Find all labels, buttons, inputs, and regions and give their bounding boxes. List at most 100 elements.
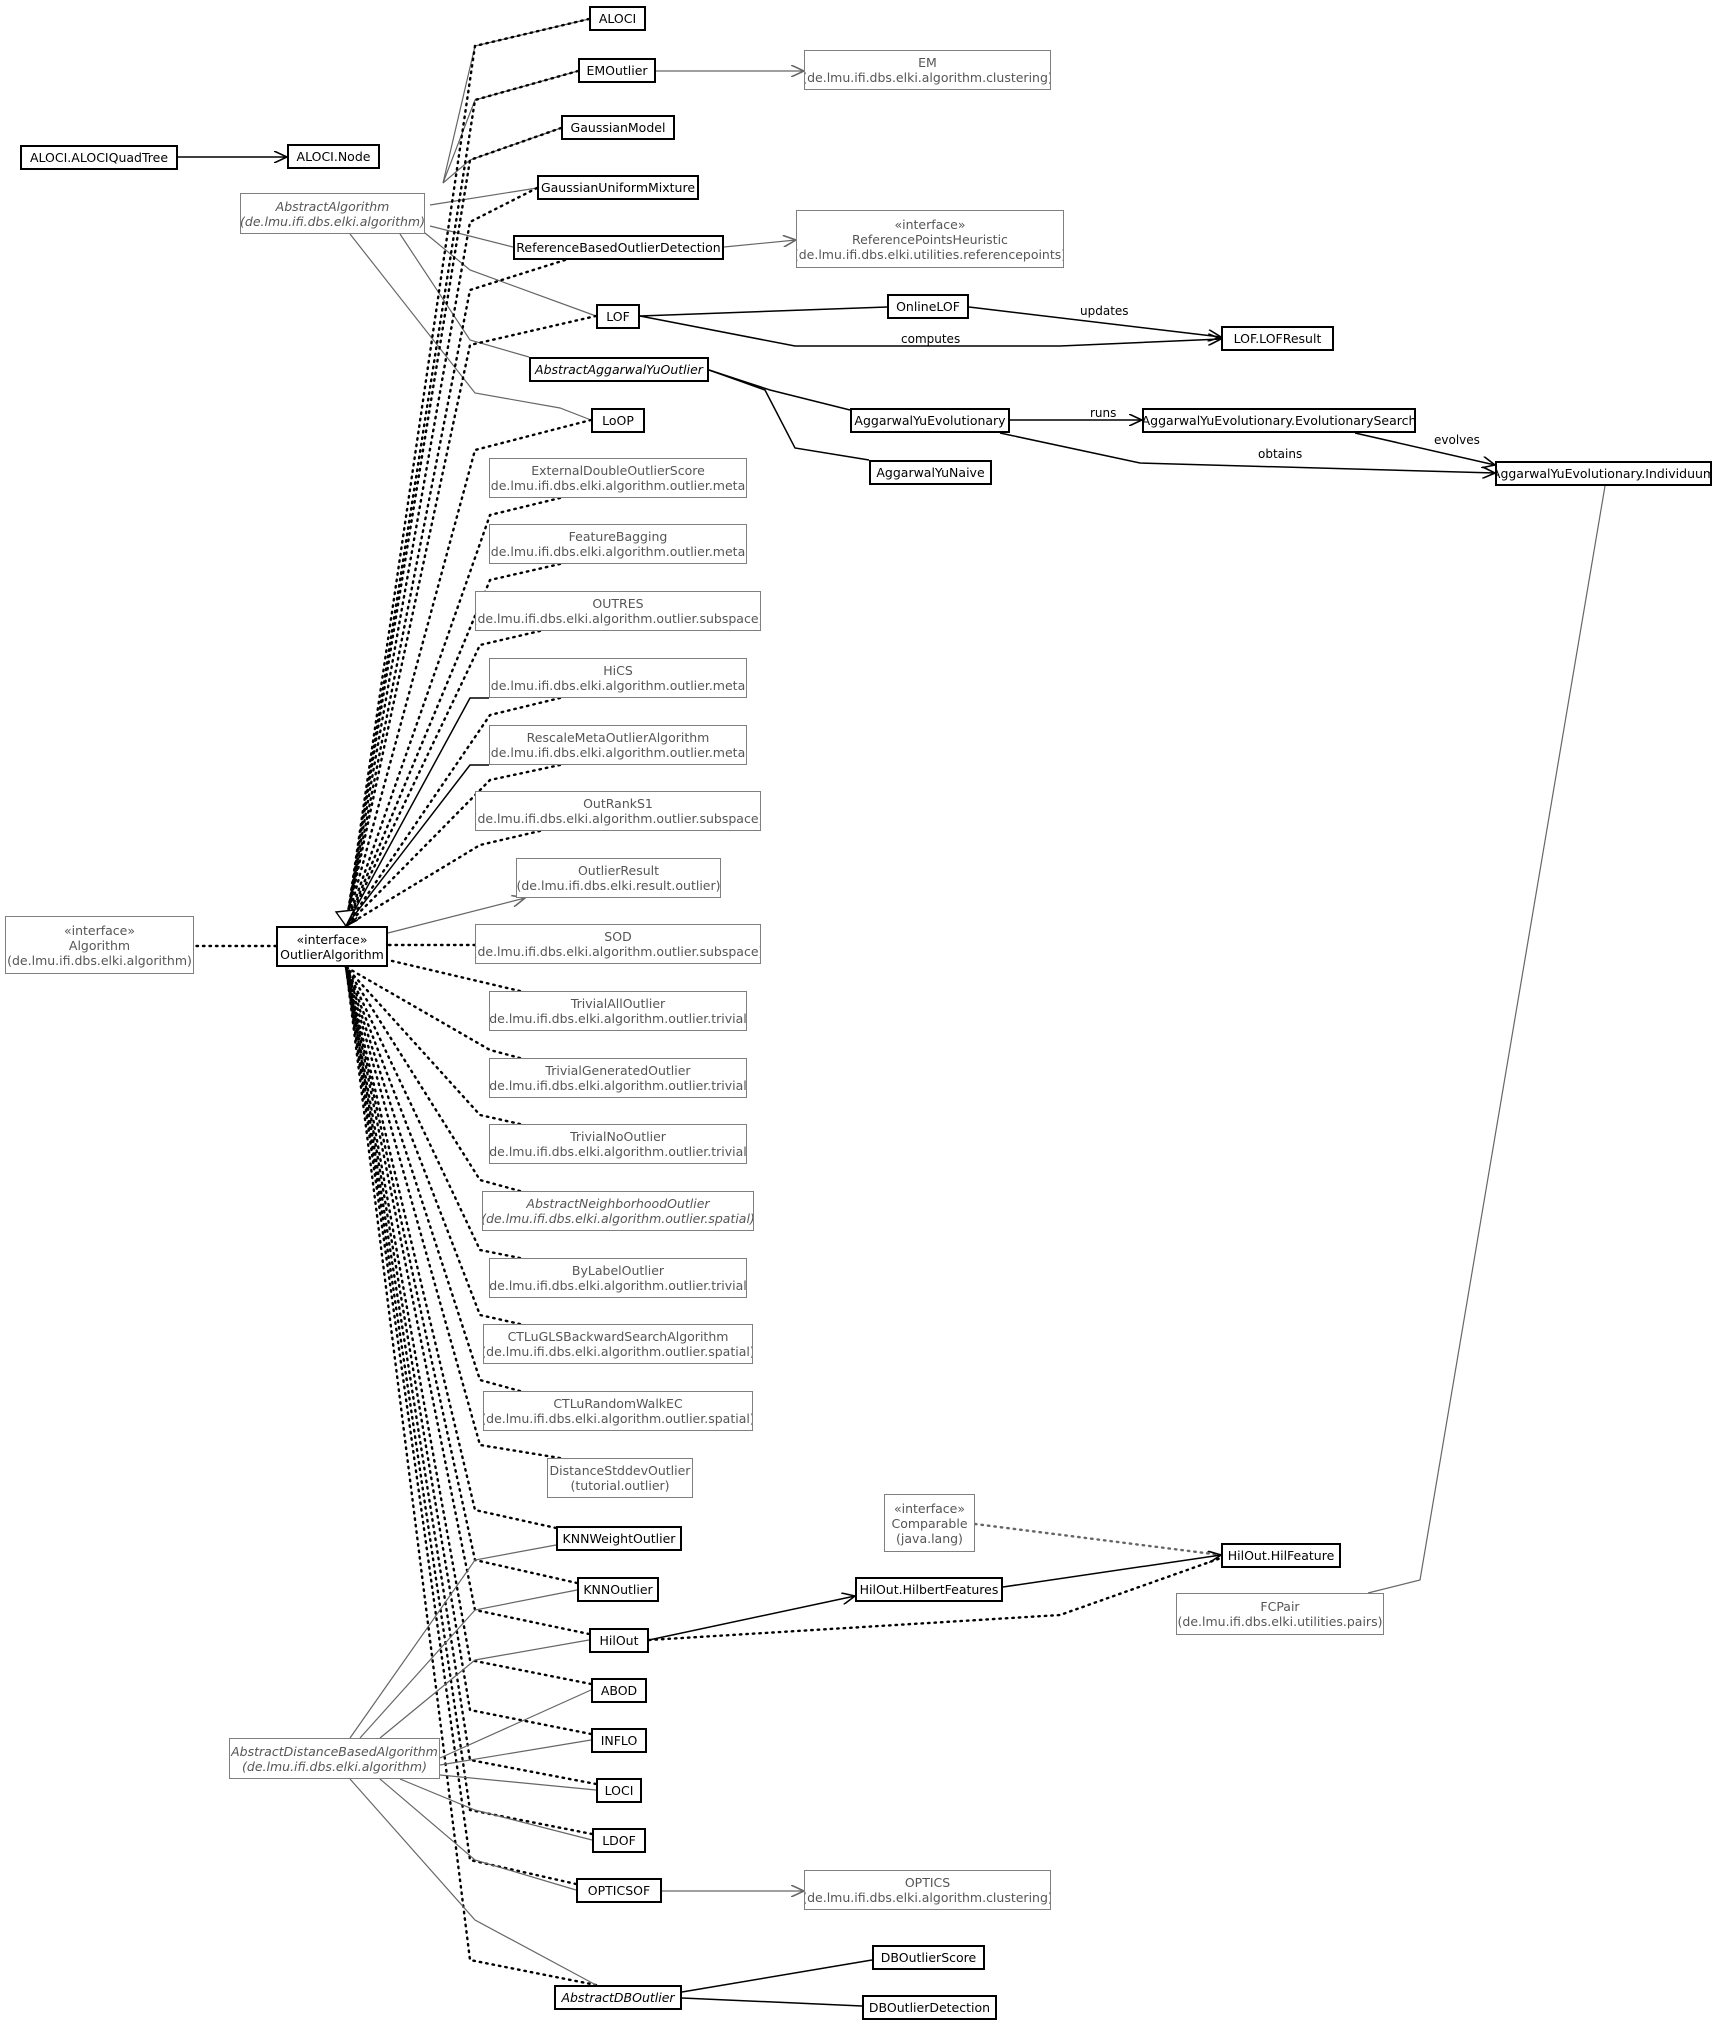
node-feature-bagging[interactable]: FeatureBagging(de.lmu.ifi.dbs.elki.algor… [489,524,747,564]
node-abod-line-0: ABOD [600,1683,638,1698]
node-algorithm-line-2: (de.lmu.ifi.dbs.elki.algorithm) [7,952,192,968]
edge-inflo-outlier-algorithm [344,965,593,1736]
node-knn-weight-outlier[interactable]: KNNWeightOutlier [556,1526,682,1551]
node-db-outlier-detection[interactable]: DBOutlierDetection [862,1995,997,2020]
node-gaussian-uniform-mixture-line-0: GaussianUniformMixture [540,180,696,195]
edge-emoutlier-outlier-algorithm [344,69,580,928]
node-rescale-meta-outlier[interactable]: RescaleMetaOutlierAlgorithm(de.lmu.ifi.d… [489,725,747,765]
node-distance-stddev-outlier[interactable]: DistanceStddevOutlier(tutorial.outlier) [547,1458,693,1498]
edge-rescale-outlier-algorithm [344,763,562,928]
edge-abstract-aggarwal-naive [708,369,870,461]
node-fcpair[interactable]: FCPair(de.lmu.ifi.dbs.elki.utilities.pai… [1176,1593,1384,1635]
node-individuum[interactable]: AggarwalYuEvolutionary.Individuum [1495,461,1712,486]
edge-hics-outlier-algorithm [344,696,562,928]
node-outranks1-line-0: OutRankS1 [583,796,653,811]
node-opticsof[interactable]: OPTICSOF [576,1878,662,1903]
node-reference-points-heuristic[interactable]: «interface»ReferencePointsHeuristic(de.l… [796,210,1064,268]
edge-abstract-db-outlier-db-outlier-score [681,1959,873,1993]
node-aggarwal-yu-naive[interactable]: AggarwalYuNaive [869,460,992,485]
node-outlier-algorithm[interactable]: «interface»OutlierAlgorithm [276,926,388,967]
node-hilout-hilbertfeatures[interactable]: HilOut.HilbertFeatures [855,1577,1003,1602]
node-trivial-all-outlier[interactable]: TrivialAllOutlier(de.lmu.ifi.dbs.elki.al… [489,991,747,1031]
node-aloci-node-line-0: ALOCI.Node [296,149,371,164]
node-outlier-result-line-1: (de.lmu.ifi.dbs.elki.result.outlier) [516,878,721,893]
node-hilout-hilfeature[interactable]: HilOut.HilFeature [1221,1543,1341,1568]
node-online-lof[interactable]: OnlineLOF [887,294,969,319]
edge-ldof-abstract-distance [399,1778,593,1841]
edge-knn-outlier-abstract-distance [359,1589,578,1739]
node-outlier-result-line-0: OutlierResult [577,863,660,878]
node-loop[interactable]: LoOP [591,408,645,433]
node-abstract-algorithm[interactable]: AbstractAlgorithm(de.lmu.ifi.dbs.elki.al… [240,193,425,234]
edge-lof-computes-lof-result [639,315,1221,347]
node-em[interactable]: EM(de.lmu.ifi.dbs.elki.algorithm.cluster… [804,50,1051,90]
node-inflo[interactable]: INFLO [591,1728,647,1753]
edge-lof-online-lof [639,306,888,317]
node-outlier-algorithm-line-0: «interface» [296,931,368,947]
edge-opticsof-abstract-distance [379,1778,577,1891]
edge-ctlu-gls-outlier-algorithm [344,965,522,1326]
edge-inflo-abstract-distance [439,1739,592,1766]
node-algorithm[interactable]: «interface»Algorithm(de.lmu.ifi.dbs.elki… [5,916,194,974]
node-sod-line-0: SOD [604,929,632,944]
node-abstract-neighborhood-outlier-line-0: AbstractNeighborhoodOutlier [526,1196,710,1211]
node-abstract-db-outlier[interactable]: AbstractDBOutlier [554,1985,682,2010]
edge-opticsof-outlier-algorithm [344,965,578,1886]
node-by-label-outlier-line-0: ByLabelOutlier [571,1263,665,1278]
node-reference-based-outlier-detection[interactable]: ReferenceBasedOutlierDetection [513,235,724,260]
edge-feature-bagging-outlier-algorithm [344,562,562,928]
node-lof[interactable]: LOF [596,304,640,329]
node-opticsof-line-0: OPTICSOF [587,1883,651,1898]
node-hilout[interactable]: HilOut [589,1628,649,1653]
node-trivial-all-outlier-line-1: (de.lmu.ifi.dbs.elki.algorithm.outlier.t… [489,1011,747,1026]
node-loci[interactable]: LOCI [596,1778,642,1803]
edge-loop-outlier-algorithm [344,418,593,928]
node-ctlu-gls-line-0: CTLuGLSBackwardSearchAlgorithm [507,1329,729,1344]
node-comparable[interactable]: «interface»Comparable(java.lang) [884,1494,975,1552]
node-optics[interactable]: OPTICS(de.lmu.ifi.dbs.elki.algorithm.clu… [804,1870,1051,1910]
node-gaussian-uniform-mixture[interactable]: GaussianUniformMixture [537,175,699,200]
node-algorithm-line-0: «interface» [63,922,136,938]
node-hilout-hilfeature-line-0: HilOut.HilFeature [1227,1548,1335,1563]
node-fcpair-line-1: (de.lmu.ifi.dbs.elki.utilities.pairs) [1177,1614,1383,1629]
node-db-outlier-score[interactable]: DBOutlierScore [872,1945,985,1970]
node-by-label-outlier[interactable]: ByLabelOutlier(de.lmu.ifi.dbs.elki.algor… [489,1258,747,1298]
node-hics[interactable]: HiCS(de.lmu.ifi.dbs.elki.algorithm.outli… [489,658,747,698]
node-online-lof-line-0: OnlineLOF [896,299,960,314]
node-evolutionary-search[interactable]: AggarwalYuEvolutionary.EvolutionarySearc… [1142,408,1416,433]
node-emoutlier[interactable]: EMOutlier [578,58,656,83]
node-ctlu-gls[interactable]: CTLuGLSBackwardSearchAlgorithm(de.lmu.if… [483,1324,753,1364]
node-outres[interactable]: OUTRES(de.lmu.ifi.dbs.elki.algorithm.out… [475,591,761,631]
node-outlier-result[interactable]: OutlierResult(de.lmu.ifi.dbs.elki.result… [516,858,721,898]
node-gaussian-model[interactable]: GaussianModel [561,115,675,140]
node-lof-result[interactable]: LOF.LOFResult [1221,326,1334,351]
node-trivial-no-outlier[interactable]: TrivialNoOutlier(de.lmu.ifi.dbs.elki.alg… [489,1124,747,1164]
node-outranks1[interactable]: OutRankS1(de.lmu.ifi.dbs.elki.algorithm.… [475,791,761,831]
edge-ctlu-random-walk-outlier-algorithm [344,965,522,1393]
node-aloci[interactable]: ALOCI [589,6,646,31]
node-abstract-aggarwal-yu-outlier[interactable]: AbstractAggarwalYuOutlier [529,357,709,382]
node-aloci-node[interactable]: ALOCI.Node [287,144,380,169]
node-external-double-outlier-score[interactable]: ExternalDoubleOutlierScore(de.lmu.ifi.db… [489,458,747,498]
node-abstract-distance-based-algorithm[interactable]: AbstractDistanceBasedAlgorithm(de.lmu.if… [229,1738,440,1779]
node-ldof[interactable]: LDOF [592,1828,646,1853]
edge-abstract-db-outlier-db-outlier-detection [681,1997,863,2007]
edge-online-lof-updates-lof-result [968,306,1221,337]
edge-hilout-hilbertfeatures [648,1596,855,1641]
node-reference-points-heuristic-line-2: (de.lmu.ifi.dbs.elki.utilities.reference… [796,246,1064,262]
node-sod[interactable]: SOD(de.lmu.ifi.dbs.elki.algorithm.outlie… [475,924,761,964]
node-reference-points-heuristic-line-1: ReferencePointsHeuristic [852,231,1008,247]
node-ctlu-random-walk[interactable]: CTLuRandomWalkEC(de.lmu.ifi.dbs.elki.alg… [483,1391,753,1431]
node-aloci-quadtree[interactable]: ALOCI.ALOCIQuadTree [20,145,178,170]
node-outres-line-0: OUTRES [592,596,644,611]
node-outranks1-line-1: (de.lmu.ifi.dbs.elki.algorithm.outlier.s… [475,811,761,826]
node-abstract-neighborhood-outlier[interactable]: AbstractNeighborhoodOutlier(de.lmu.ifi.d… [482,1191,754,1231]
node-abod[interactable]: ABOD [591,1678,647,1703]
edge-hilout-hilfeature [647,1556,1223,1642]
node-knn-outlier[interactable]: KNNOutlier [577,1577,659,1602]
node-hics-line-0: HiCS [603,663,633,678]
edge-hilbertfeatures-hilfeature [1002,1555,1221,1588]
node-aggarwal-yu-evolutionary[interactable]: AggarwalYuEvolutionary [850,408,1010,433]
node-trivial-generated-outlier[interactable]: TrivialGeneratedOutlier(de.lmu.ifi.dbs.e… [489,1058,747,1098]
node-aggarwal-yu-evolutionary-line-0: AggarwalYuEvolutionary [854,413,1006,428]
